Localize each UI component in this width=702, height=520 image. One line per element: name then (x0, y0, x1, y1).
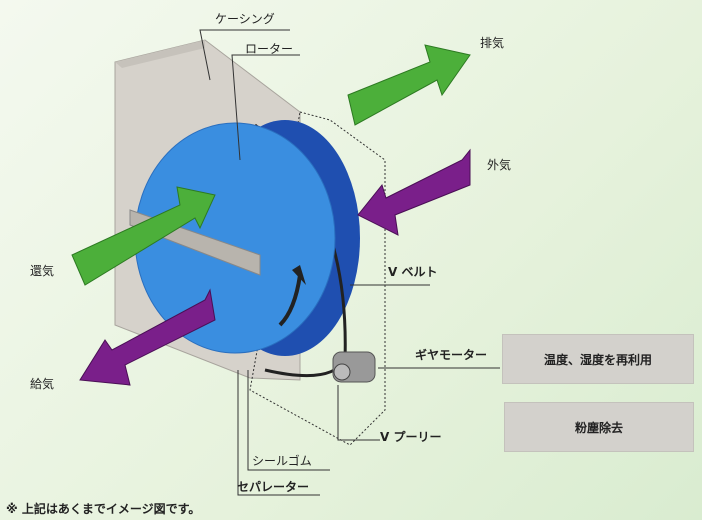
casing-side (115, 40, 205, 68)
rotation-arrow-icon (278, 274, 302, 327)
disclaimer-note: ※ 上記はあくまでイメージ図です。 (6, 502, 201, 516)
exhaust-arrow (347, 44, 471, 126)
label-supply-air: 給気 (30, 377, 55, 391)
label-exhaust: 排気 (480, 36, 505, 50)
label-return-air: 還気 (30, 264, 55, 278)
label-rotor: ローター (245, 42, 294, 56)
label-seal-rubber: シールゴム (252, 454, 312, 468)
label-casing: ケーシング (215, 12, 275, 26)
label-v-belt: V ベルト (388, 265, 438, 279)
label-outside-air: 外気 (487, 158, 512, 172)
feature-dust-removal: 粉塵除去 (504, 402, 694, 452)
supply-air-arrow (79, 288, 216, 386)
label-separator: セパレーター (237, 480, 310, 494)
label-gear-motor: ギヤモーター (415, 348, 488, 362)
v-pulley (333, 363, 351, 381)
feature-heat-humidity-reuse: 温度、湿度を再利用 (502, 334, 694, 384)
leader-lines (199, 29, 500, 496)
dotted-frame (249, 111, 386, 446)
rotation-arrow-head (292, 265, 306, 285)
label-v-pulley: V プーリー (380, 430, 442, 444)
return-air-arrow (71, 186, 216, 286)
outside-air-arrow (357, 148, 471, 236)
